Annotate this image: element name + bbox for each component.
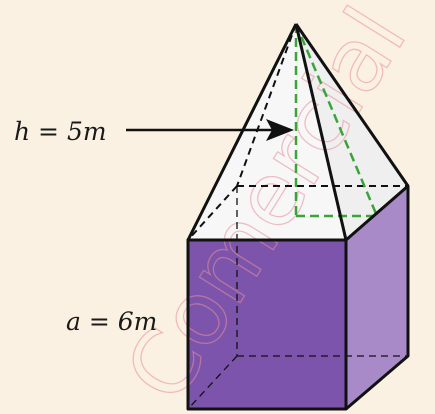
pyramid-right-face bbox=[296, 24, 408, 240]
arrow-head bbox=[266, 119, 294, 141]
pyramid-right-edge bbox=[294, 23, 410, 187]
edge-label: a = 6m bbox=[66, 307, 157, 336]
pyramid-front-face bbox=[188, 24, 346, 240]
cube-hidden-bottom-left bbox=[187, 355, 238, 410]
height-construction bbox=[294, 23, 379, 218]
top-left-back-edge bbox=[187, 185, 238, 241]
visible-edges bbox=[186, 23, 410, 411]
pyramid-back-left-edge bbox=[236, 23, 297, 187]
pyramid-left-edge bbox=[186, 23, 298, 241]
cube-side-outline bbox=[345, 184, 410, 411]
pyramid-front-edge bbox=[294, 23, 348, 241]
slant-height-line bbox=[294, 23, 379, 217]
cube-side-face bbox=[346, 186, 408, 409]
height-label: h = 5m bbox=[14, 117, 107, 146]
hidden-edges bbox=[187, 23, 408, 410]
height-arrow bbox=[126, 119, 294, 141]
